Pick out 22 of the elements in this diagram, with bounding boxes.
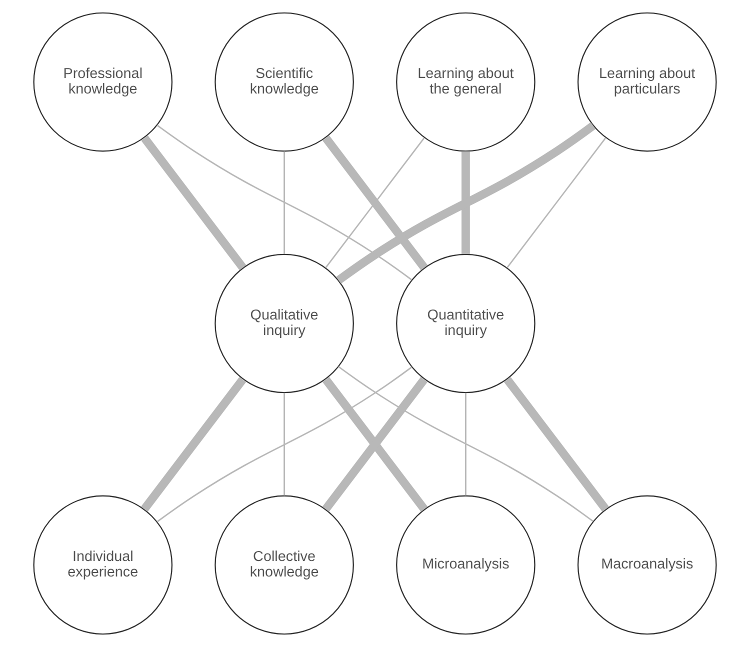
connector [464,392,466,496]
connector [462,151,470,254]
connector [506,138,606,268]
connector [156,124,412,280]
connector [156,366,412,522]
connector [504,377,610,512]
node-circle: Macroanalysis [577,495,717,635]
connector [336,122,596,284]
connector [284,151,286,254]
node-circle: Qualitative inquiry [214,254,354,394]
connector [284,392,286,496]
node-circle: Professional knowledge [33,12,173,152]
connector [338,366,594,522]
node-circle: Collective knowledge [214,495,354,635]
node-circle: Scientific knowledge [214,12,354,152]
connector [141,136,246,270]
node-circle: Quantitative inquiry [396,254,536,394]
node-circle: Learning about particulars [577,12,717,152]
node-circle: Learning about the general [396,12,536,152]
node-circle: Individual experience [33,495,173,635]
connector [140,377,246,512]
node-circle: Microanalysis [396,495,536,635]
